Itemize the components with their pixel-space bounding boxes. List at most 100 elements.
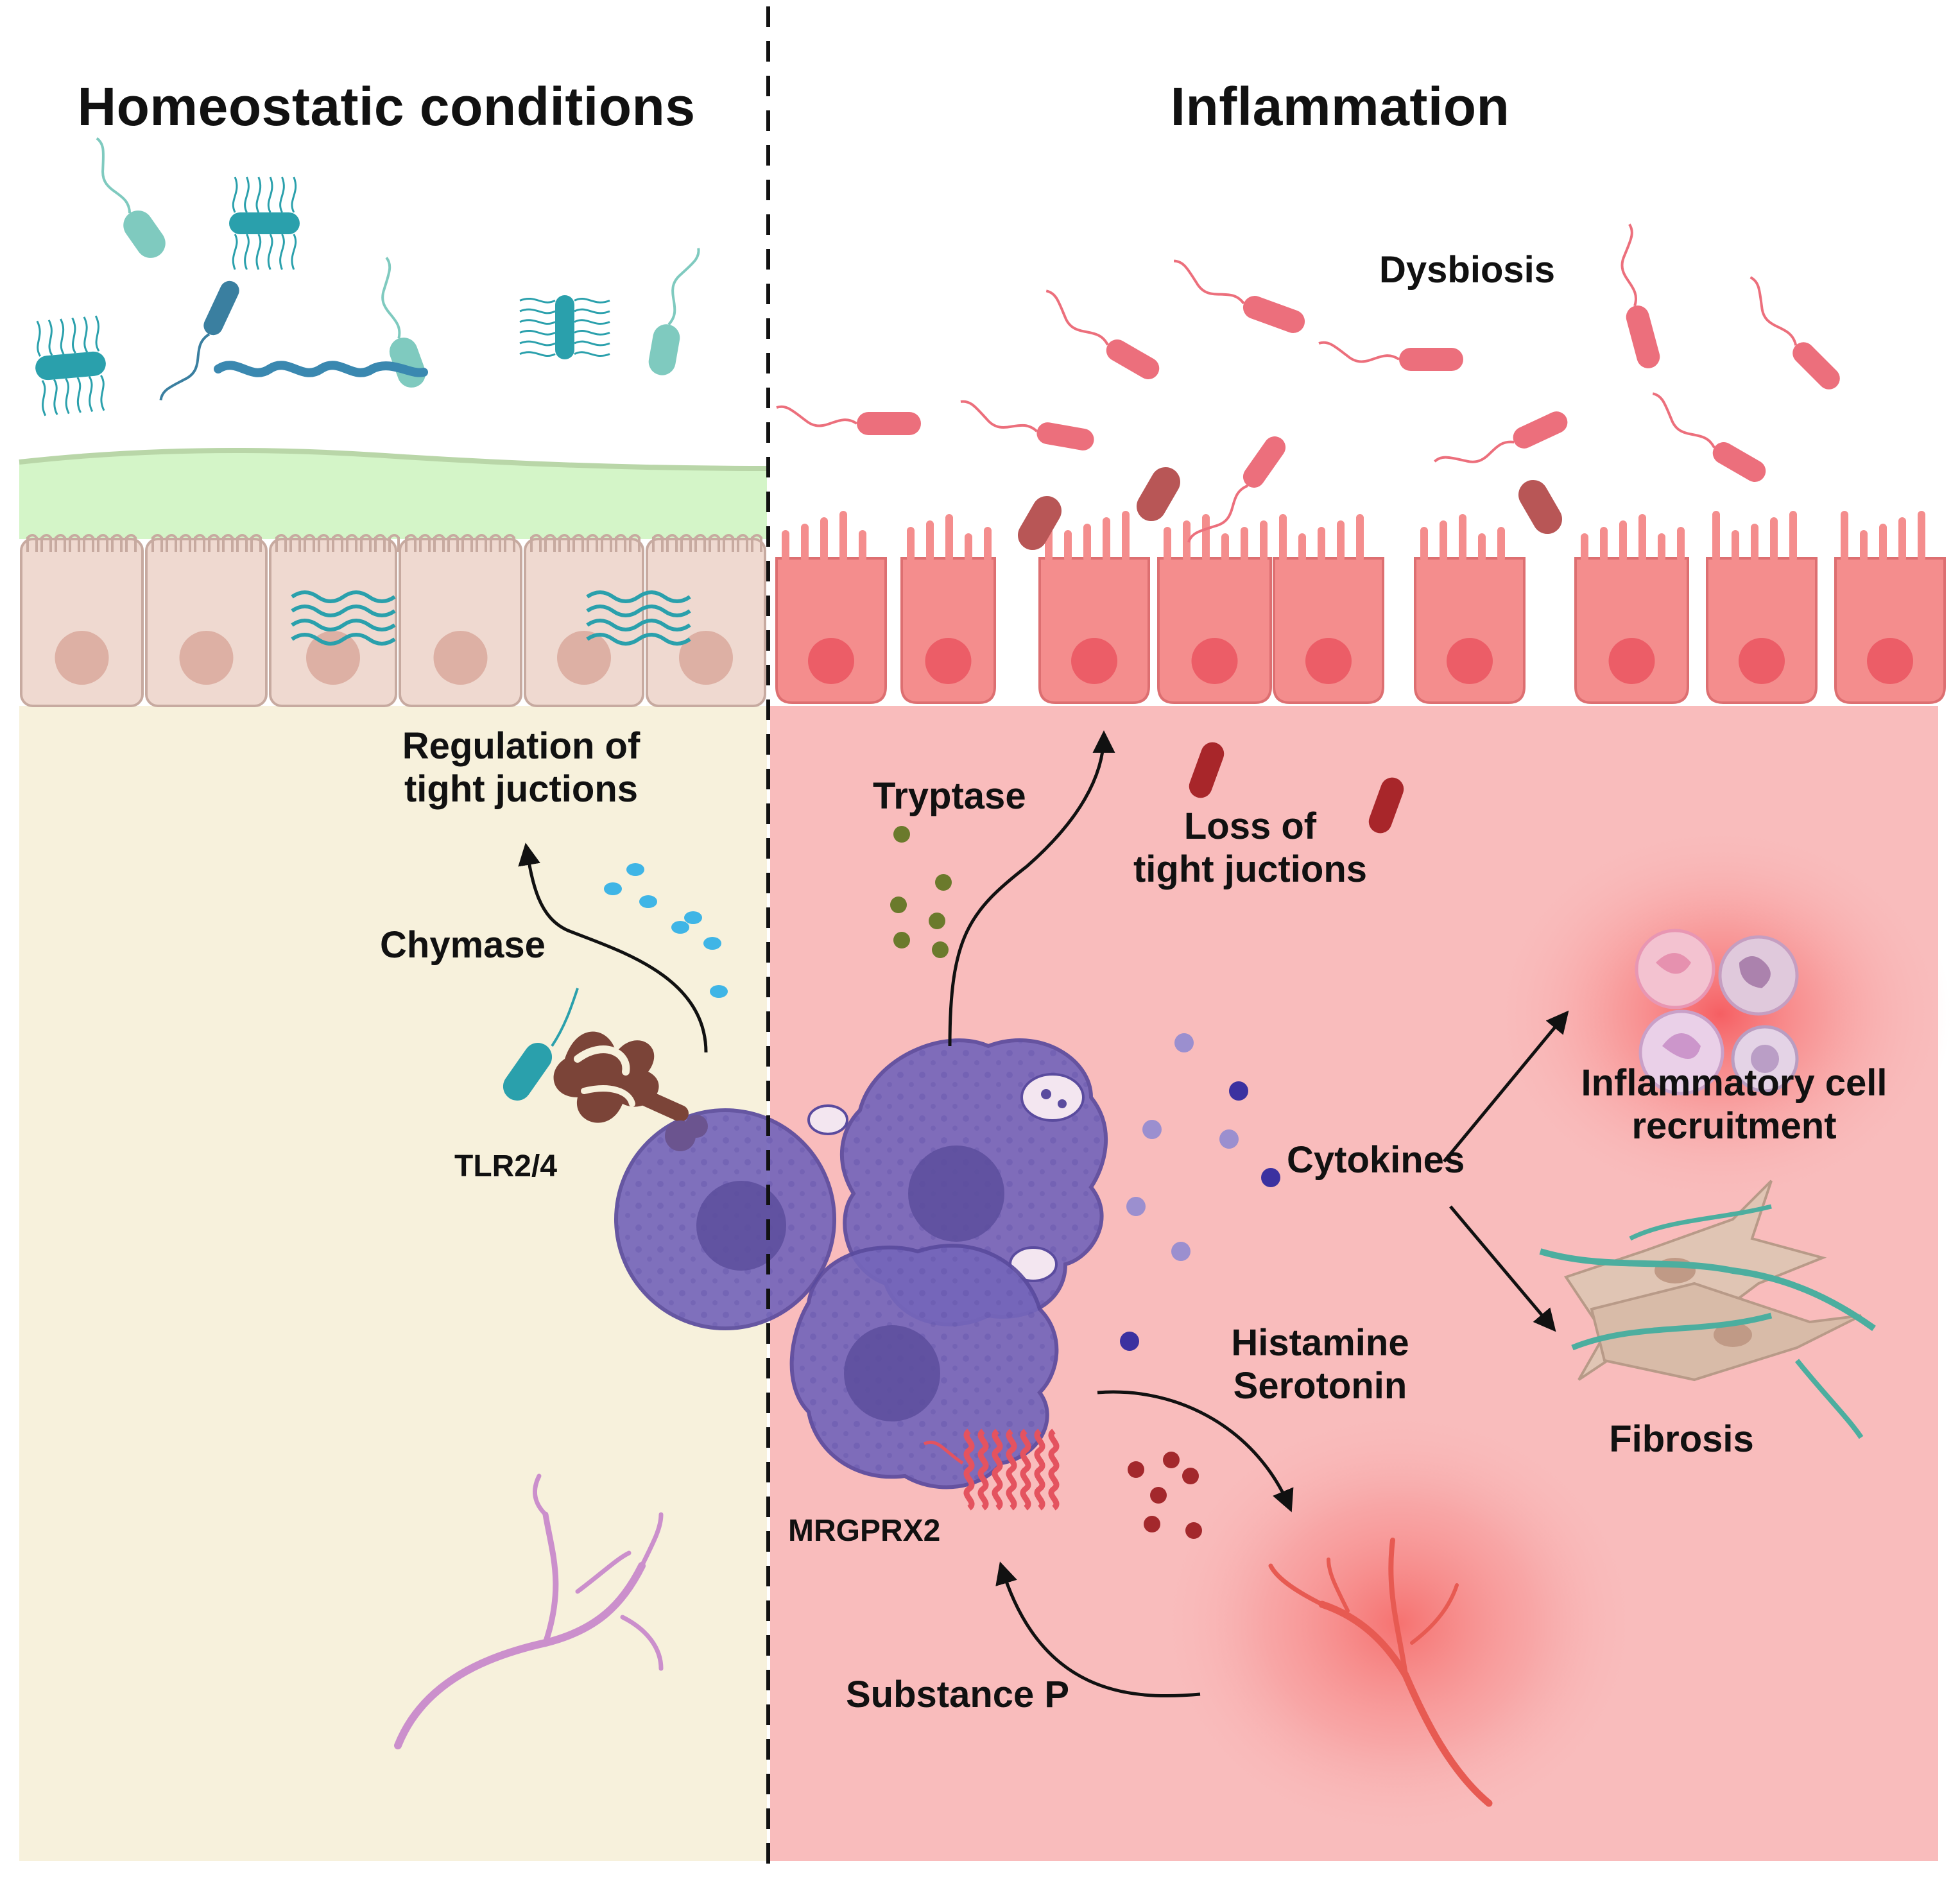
- receptor-tail: [923, 1440, 964, 1465]
- bacterium-body: [1518, 479, 1562, 535]
- epithelial-cell: [20, 538, 144, 707]
- bacterium-body: [1712, 442, 1766, 482]
- epithelial-cell: [145, 538, 268, 707]
- pilus: [88, 375, 94, 412]
- epithelial-cell: [1834, 557, 1946, 704]
- flagellum: [159, 333, 211, 400]
- epithelial-cell: [775, 557, 887, 704]
- dysbiotic-bacterium: [1318, 341, 1463, 371]
- histamine-label: Histamine: [1231, 1322, 1409, 1364]
- left-epithelium: [20, 534, 766, 707]
- dysbiotic-bacterium: [1652, 392, 1766, 482]
- bacterium-body: [1242, 436, 1286, 488]
- pilus: [232, 234, 238, 270]
- mast-cell-bottom-right: [789, 1244, 1059, 1489]
- transmembrane-helix: [1020, 1429, 1031, 1511]
- cytokine-granule: [1261, 1168, 1280, 1187]
- flagellum: [1652, 392, 1715, 449]
- cell-nucleus: [679, 631, 733, 685]
- epithelial-cell: [900, 557, 996, 704]
- histamine-granule: [1182, 1468, 1199, 1484]
- translocated-bacterium: [1368, 777, 1404, 834]
- transmembrane-helix: [1034, 1429, 1045, 1511]
- pilus: [279, 234, 285, 270]
- tight-junction: [291, 590, 396, 603]
- cytokine-granule: [1229, 1081, 1248, 1101]
- translocated-bacterium: [1518, 479, 1562, 535]
- translocated-bacterium: [1018, 495, 1062, 551]
- dysbiotic-bacterium: [1045, 289, 1160, 379]
- tryptase-label: Tryptase: [873, 775, 1026, 817]
- pilus: [519, 329, 556, 336]
- tryptase-granule: [935, 874, 952, 891]
- dysbiotic-bacterium: [1433, 411, 1568, 463]
- pilus: [255, 176, 262, 213]
- microvilli: [1045, 511, 1130, 562]
- mucus-layer: [19, 450, 767, 539]
- epithelial-cell: [1038, 557, 1150, 704]
- cell-nucleus: [1608, 638, 1655, 684]
- commensal-bacteria: [35, 137, 700, 416]
- chymase-granule: [703, 937, 721, 950]
- translocated-bacterium: [1137, 467, 1180, 522]
- tryptase-granule: [893, 826, 910, 843]
- pilus: [47, 320, 53, 356]
- granules: [604, 826, 1280, 1539]
- flagellum: [960, 400, 1038, 433]
- dysbiosis-label: Dysbiosis: [1379, 249, 1555, 291]
- epithelial-cell: [1273, 557, 1384, 704]
- right-panel-title: Inflammation: [1170, 76, 1510, 137]
- regulation-label-line1: Regulation of: [402, 725, 640, 767]
- cell-nucleus: [1447, 638, 1493, 684]
- microvilli: [1164, 514, 1268, 562]
- cell-nucleus: [179, 631, 234, 685]
- cell-nucleus: [1305, 638, 1352, 684]
- chymase-granule: [604, 882, 622, 895]
- pilus: [574, 340, 610, 347]
- spirochete-bacterium: [214, 361, 428, 377]
- pilus: [574, 319, 610, 325]
- epithelial-cell: [1414, 557, 1526, 704]
- microvilli: [652, 534, 762, 552]
- transmembrane-helix: [1006, 1429, 1017, 1511]
- transmembrane-helix: [992, 1429, 1003, 1511]
- bacterium-body: [1368, 777, 1404, 834]
- bacterium-body: [648, 324, 680, 375]
- microvilli: [26, 534, 137, 552]
- cell-nucleus: [1071, 638, 1117, 684]
- pilus: [244, 176, 250, 213]
- histamine-granule: [1163, 1452, 1180, 1468]
- epithelial-cell: [399, 538, 522, 707]
- bacterium-body: [1137, 467, 1180, 522]
- commensal-bacterium: [519, 295, 610, 359]
- microvilli: [275, 534, 400, 552]
- mrgprx2-label: MRGPRX2: [788, 1514, 941, 1548]
- mrgprx2-receptor: [923, 1429, 1060, 1511]
- cell-nucleus: [557, 631, 611, 685]
- inflammatory-cells: [1635, 929, 1799, 1095]
- translocated-bacterium: [1189, 742, 1225, 798]
- pilus: [255, 234, 262, 270]
- commensal-bacterium: [229, 176, 300, 270]
- cytokine-granule: [1174, 1033, 1194, 1052]
- cell-nucleus: [433, 631, 488, 685]
- flagellum: [1433, 440, 1515, 463]
- histamine-granule: [1185, 1522, 1202, 1539]
- bacterium-body: [1513, 411, 1568, 449]
- tryptase-granule: [893, 932, 910, 948]
- bacterium-body: [35, 351, 106, 381]
- dysbiotic-bacterium: [960, 400, 1094, 450]
- flagellum: [96, 137, 132, 214]
- pilus: [41, 380, 47, 416]
- chymase-granule: [671, 921, 689, 934]
- bacterium-body: [1792, 342, 1840, 390]
- bacterium-body: [857, 412, 921, 435]
- chymase-label: Chymase: [380, 924, 546, 966]
- flagellum: [667, 248, 700, 325]
- commensal-bacterium: [648, 248, 700, 375]
- cell-nucleus: [808, 638, 854, 684]
- bacterium-body: [1189, 742, 1225, 798]
- pilus: [99, 375, 105, 411]
